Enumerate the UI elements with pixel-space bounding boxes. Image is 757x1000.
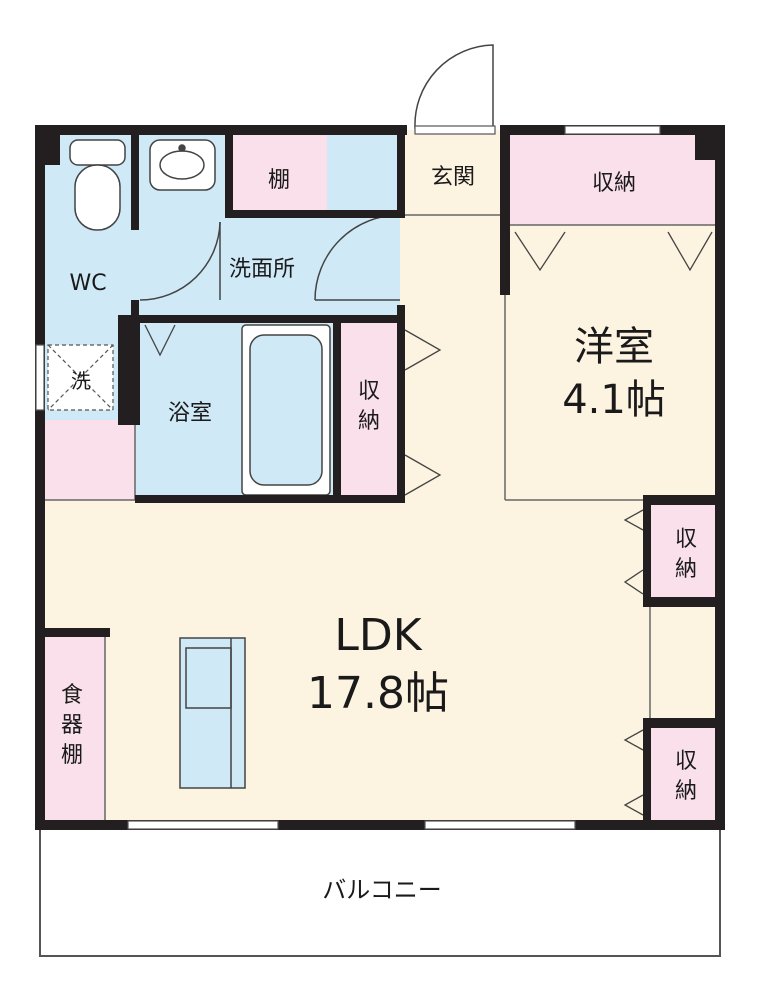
storage-right2-floor (650, 725, 720, 820)
bathtub-icon (241, 324, 331, 496)
western-room-floor (505, 225, 720, 500)
kitchen-counter (179, 637, 246, 789)
western-room-name: 洋室 (574, 324, 654, 370)
storage-right1-label-1: 収 (675, 527, 697, 552)
entrance-label: 玄関 (431, 165, 475, 190)
closet-top-label: 収納 (592, 171, 636, 196)
closet-top-floor (510, 130, 720, 225)
shelf-floor (232, 130, 327, 215)
entrance-door (414, 44, 494, 129)
hall-floor (400, 130, 505, 510)
cupboard-label-3: 棚 (61, 743, 83, 768)
storage-right1-floor (650, 505, 720, 600)
western-room-size: 4.1帖 (562, 377, 666, 423)
balcony (39, 827, 721, 957)
storage-hall-label-2: 納 (358, 409, 380, 434)
closet-triangles (144, 231, 713, 816)
walls (35, 125, 725, 830)
bath-label: 浴室 (168, 401, 212, 426)
ldk-size: 17.8帖 (307, 668, 449, 719)
shelf-label: 棚 (268, 168, 290, 193)
cupboard-label-2: 器 (61, 713, 83, 738)
storage-hall-label-1: 収 (358, 379, 380, 404)
washer-space (47, 344, 114, 411)
storage-right2-label-1: 収 (675, 749, 697, 774)
ldk-name: LDK (334, 610, 422, 661)
storage-hall-floor (340, 320, 398, 498)
washbasin-icon (149, 139, 216, 191)
cupboard-floor (40, 635, 105, 820)
washroom-label: 洗面所 (229, 257, 295, 282)
corner-storage-floor (40, 420, 135, 500)
balcony-label: バルコニー (322, 876, 442, 904)
wc-label: WC (69, 271, 106, 296)
toilet-icon (69, 139, 126, 231)
cupboard-label-1: 食 (61, 683, 83, 708)
wash-mark-label: 洗 (71, 369, 91, 393)
storage-right1-label-2: 納 (675, 557, 697, 582)
windows (35, 125, 661, 830)
storage-right2-label-2: 納 (675, 779, 697, 804)
